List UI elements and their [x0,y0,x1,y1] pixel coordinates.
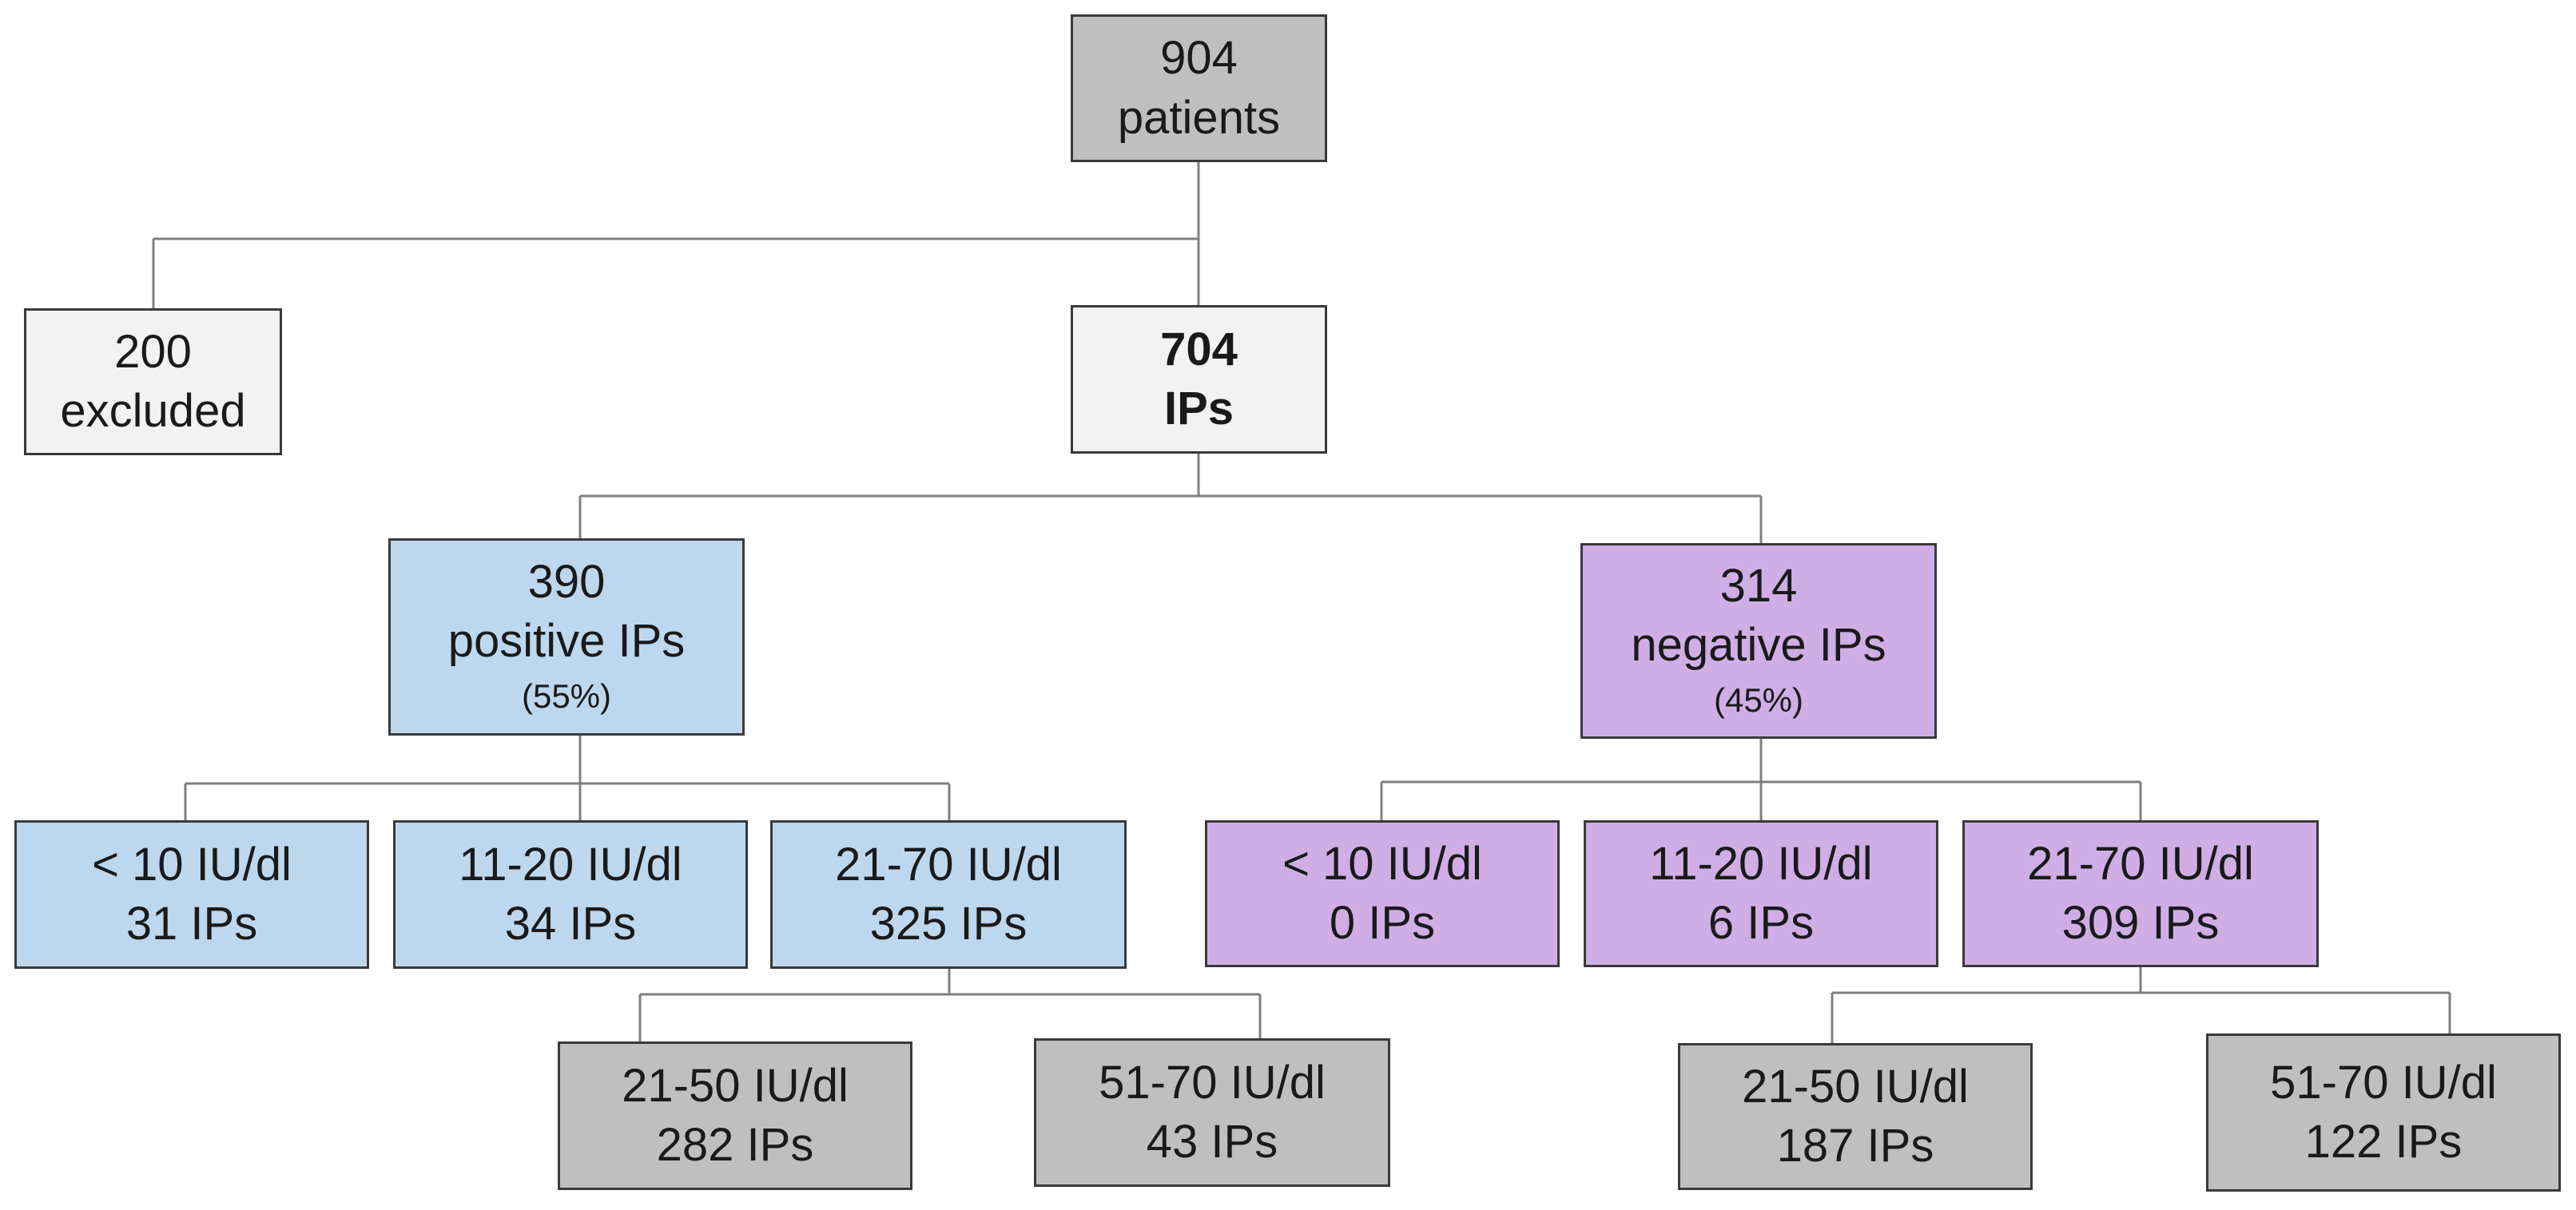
positive-21-70-count: 325 IPs [869,898,1028,950]
total-patients-box: 904 patients [1071,14,1327,162]
negative-11-20-box: 11-20 IU/dl 6 IPs [1584,820,1938,967]
positive-ips-percent: (55%) [521,677,612,716]
excluded-box: 200 excluded [24,308,282,455]
negative-21-70-range: 21-70 IU/dl [2027,837,2254,890]
total-ips-value: 704 [1160,323,1238,375]
negative-21-70-box: 21-70 IU/dl 309 IPs [1962,820,2319,967]
negative-ips-percent: (45%) [1713,681,1804,720]
excluded-value: 200 [114,325,192,378]
negative-lt10-box: < 10 IU/dl 0 IPs [1205,820,1560,967]
total-patients-value: 904 [1160,32,1238,85]
negative-21-50-count: 187 IPs [1776,1120,1934,1172]
negative-ips-box: 314 negative IPs (45%) [1580,543,1937,739]
negative-51-70-range: 51-70 IU/dl [2270,1056,2497,1109]
total-patients-label: patients [1117,91,1281,144]
negative-21-70-count: 309 IPs [2061,897,2220,949]
negative-lt10-range: < 10 IU/dl [1282,837,1482,890]
positive-21-70-range: 21-70 IU/dl [835,838,1062,891]
total-ips-label: IPs [1163,383,1234,434]
positive-51-70-range: 51-70 IU/dl [1099,1056,1326,1109]
negative-11-20-range: 11-20 IU/dl [1649,837,1873,890]
positive-51-70-count: 43 IPs [1146,1116,1278,1168]
positive-11-20-range: 11-20 IU/dl [459,838,682,891]
positive-lt10-count: 31 IPs [125,898,258,950]
positive-ips-box: 390 positive IPs (55%) [388,538,745,736]
positive-21-50-count: 282 IPs [656,1119,814,1171]
negative-11-20-count: 6 IPs [1707,897,1815,949]
total-ips-box: 704 IPs [1071,305,1327,454]
positive-11-20-count: 34 IPs [504,898,637,950]
positive-21-70-box: 21-70 IU/dl 325 IPs [770,820,1127,969]
positive-21-50-range: 21-50 IU/dl [622,1059,849,1112]
negative-ips-label: negative IPs [1631,619,1886,671]
negative-51-70-count: 122 IPs [2304,1116,2463,1168]
positive-51-70-box: 51-70 IU/dl 43 IPs [1034,1038,1390,1187]
positive-lt10-box: < 10 IU/dl 31 IPs [14,820,369,969]
negative-51-70-box: 51-70 IU/dl 122 IPs [2206,1033,2561,1192]
positive-ips-value: 390 [527,555,606,608]
positive-ips-label: positive IPs [447,615,686,667]
negative-21-50-range: 21-50 IU/dl [1742,1060,1969,1113]
excluded-label: excluded [60,385,246,437]
negative-ips-value: 314 [1719,559,1798,612]
negative-21-50-box: 21-50 IU/dl 187 IPs [1678,1043,2033,1190]
negative-lt10-count: 0 IPs [1329,897,1436,949]
positive-21-50-box: 21-50 IU/dl 282 IPs [558,1041,912,1190]
positive-lt10-range: < 10 IU/dl [92,838,292,891]
positive-11-20-box: 11-20 IU/dl 34 IPs [393,820,748,969]
